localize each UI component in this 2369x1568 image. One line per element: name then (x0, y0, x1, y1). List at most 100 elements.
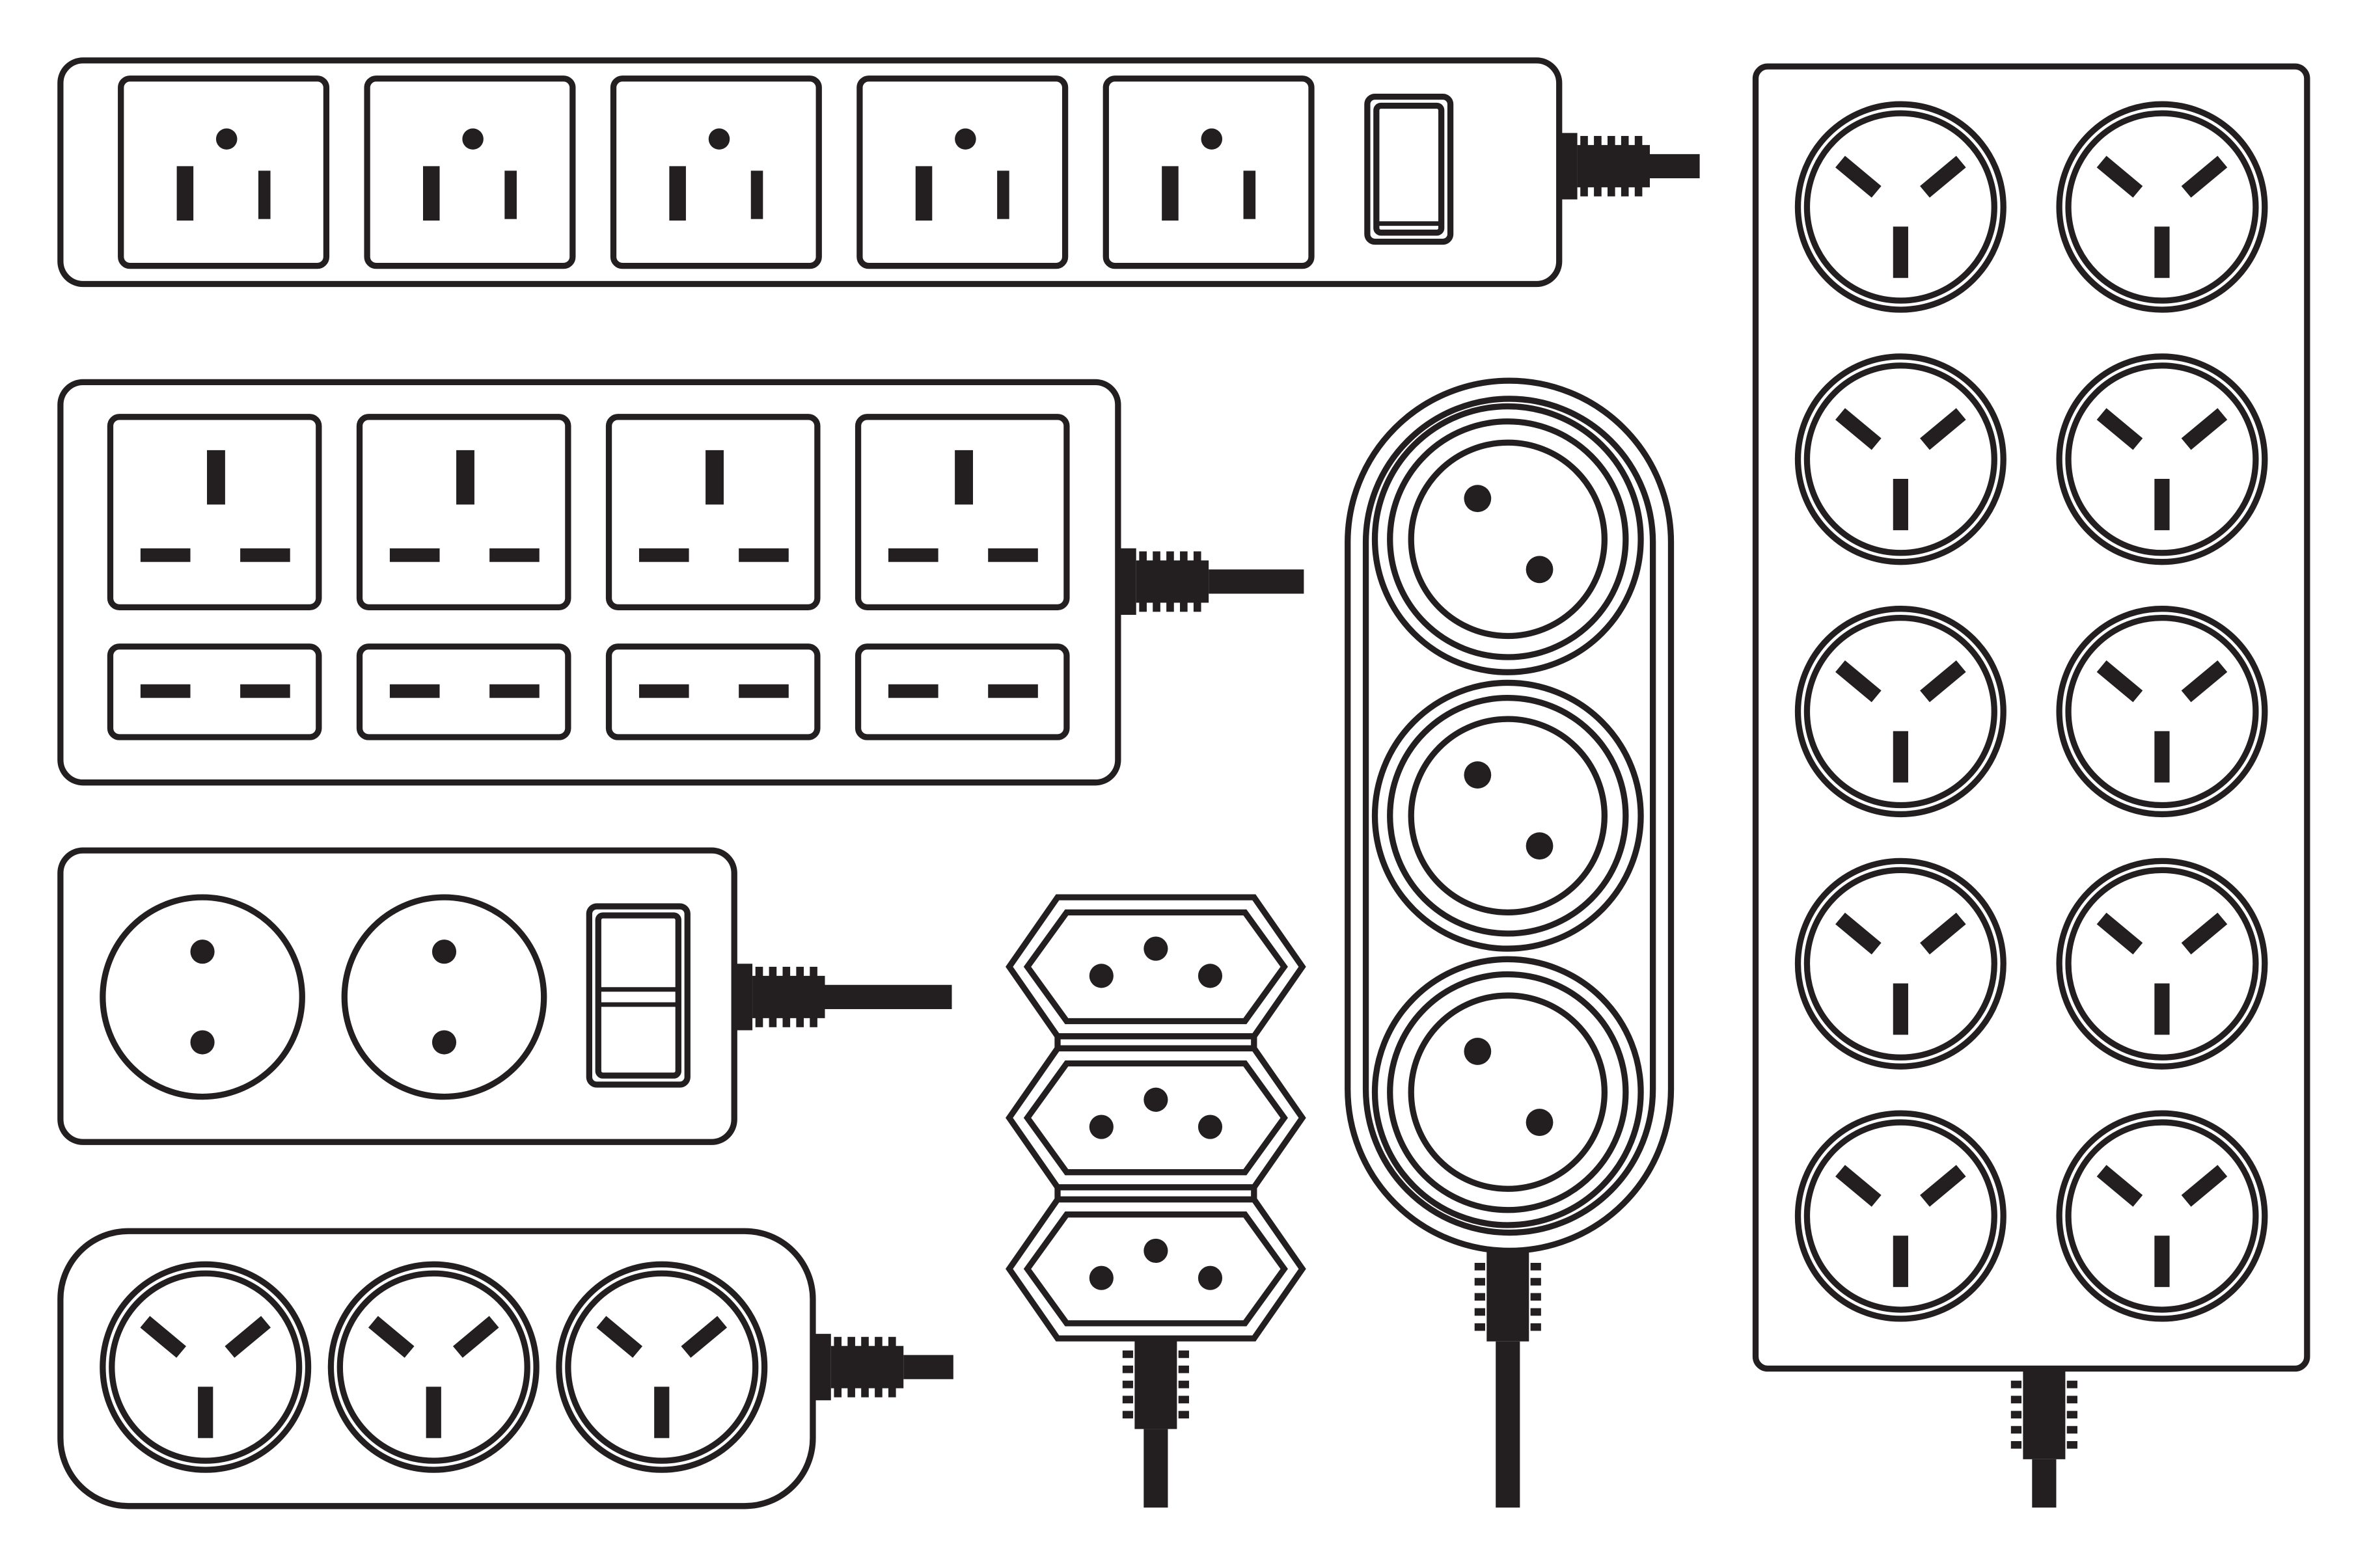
hex-outer (1006, 1196, 1306, 1342)
plug-grip (1474, 1308, 1485, 1316)
plug-grip (1530, 1263, 1541, 1271)
plug-grip (2066, 1396, 2077, 1403)
plug-grip (1193, 601, 1201, 612)
plug-grip (1193, 551, 1201, 562)
slot-left (368, 1316, 415, 1358)
slot-left (888, 548, 938, 562)
socket-type-b (610, 75, 822, 269)
plug-grip (1530, 1278, 1541, 1286)
plug-grip (1608, 185, 1615, 196)
plug-grip (1166, 601, 1174, 612)
slot-left (1835, 1165, 1882, 1207)
socket-type-i (2056, 101, 2268, 313)
plug-grip (1178, 1381, 1189, 1388)
plug-grip (755, 1016, 763, 1027)
socket-inner (336, 1270, 530, 1464)
socket-outline (2056, 606, 2268, 818)
connector (1054, 1184, 1257, 1203)
slot-right (988, 684, 1038, 698)
plug-grip (847, 1386, 855, 1398)
plug-grip (782, 1016, 791, 1027)
plug-grip (1474, 1263, 1485, 1271)
socket-type-i (2056, 858, 2268, 1070)
socket-type-n (1006, 894, 1306, 1040)
slot-earth (2154, 226, 2170, 278)
plug-grip (1580, 185, 1588, 196)
slot-left (1162, 166, 1179, 221)
slot-left (140, 684, 191, 698)
socket-recess (1408, 716, 1608, 915)
plug-body (1577, 144, 1650, 187)
slot-right (2181, 408, 2228, 450)
socket-inner (1803, 614, 1997, 809)
slot-left (389, 684, 440, 698)
plug-grip (888, 1386, 896, 1398)
earth-hole (955, 128, 976, 150)
slot-earth (456, 450, 474, 505)
flat-socket (356, 643, 571, 740)
socket-inner (1803, 867, 1997, 1061)
pin-hole (1143, 1238, 1168, 1264)
plug-grip (2066, 1426, 2077, 1434)
slot-right (504, 170, 517, 219)
socket-outline (605, 643, 821, 740)
socket-inner (1803, 362, 1997, 556)
power-cord (1117, 548, 1304, 615)
socket-outline (856, 75, 1069, 269)
plug-grip (2010, 1411, 2022, 1419)
slot-right (739, 684, 789, 698)
socket-outline (855, 643, 1070, 740)
connector (1054, 1033, 1257, 1051)
slot-left (915, 166, 933, 221)
slot-left (1835, 408, 1882, 450)
pin-hole (1198, 1265, 1223, 1290)
plug-grip (1180, 601, 1188, 612)
power-switch (1364, 93, 1454, 245)
socket-type-i (1794, 858, 2006, 1070)
pin-hole (1526, 832, 1554, 860)
slot-left (1835, 155, 1882, 198)
slot-right (2181, 1165, 2228, 1207)
plug-body (1136, 560, 1209, 603)
au-power-strip (57, 1228, 953, 1509)
socket-outline (107, 643, 322, 740)
slot-left (140, 548, 191, 562)
slot-earth (2154, 479, 2170, 530)
socket-inner (2065, 867, 2259, 1061)
plug-grip (1178, 1411, 1189, 1419)
plug-grip (796, 966, 804, 978)
socket-type-f (1371, 403, 1644, 675)
plug-grip (1474, 1323, 1485, 1331)
pin-hole (1143, 1087, 1168, 1112)
pin-hole (431, 939, 457, 964)
socket-inner (1803, 110, 1997, 304)
slot-left (888, 684, 938, 698)
us-power-strip (57, 57, 1700, 288)
plug-body (830, 1345, 904, 1388)
plug-grip (1530, 1293, 1541, 1301)
hex-inner (1023, 1211, 1288, 1327)
socket-ring (1387, 971, 1629, 1213)
slot-right (2181, 155, 2228, 198)
pin-hole (1464, 485, 1492, 513)
slot-right (988, 548, 1038, 562)
pin-hole (1198, 964, 1223, 988)
plug-base (1117, 548, 1136, 615)
socket-type-i (1794, 353, 2006, 565)
plug-base (734, 964, 753, 1031)
socket-outline (610, 75, 822, 269)
plug-grip (847, 1336, 855, 1348)
slot-left (423, 166, 440, 221)
socket-inner (2065, 362, 2259, 556)
socket-type-i (327, 1261, 540, 1473)
socket-outline (100, 894, 305, 1100)
socket-outline (1794, 858, 2006, 1070)
socket-outline (1794, 606, 2006, 818)
hex-outer (1006, 1045, 1306, 1191)
slot-right (739, 548, 789, 562)
plug-grip (2010, 1396, 2022, 1403)
power-cord (734, 964, 952, 1031)
plug-grip (1122, 1411, 1134, 1419)
socket-type-f (1371, 956, 1644, 1228)
pin-hole (1526, 1109, 1554, 1136)
